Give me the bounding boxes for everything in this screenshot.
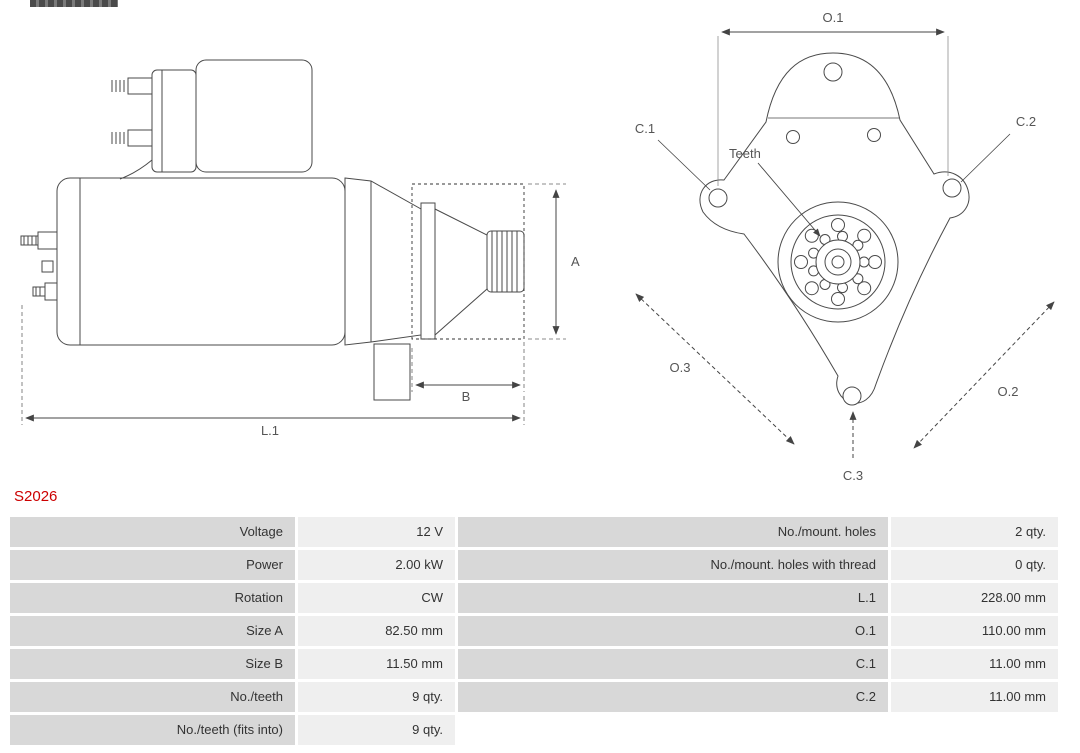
flange-dimensions bbox=[635, 28, 1055, 458]
small-hole bbox=[786, 130, 800, 144]
spec-value: 11.50 mm bbox=[298, 649, 455, 679]
spec-value: 2.00 kW bbox=[298, 550, 455, 580]
dome-hole bbox=[823, 62, 843, 82]
flange-ring bbox=[420, 202, 436, 340]
drive-cone bbox=[434, 208, 488, 337]
measure-box bbox=[411, 183, 525, 340]
side-view-dimensions bbox=[21, 183, 566, 425]
wire bbox=[119, 159, 153, 180]
mount-hole-c2 bbox=[942, 178, 962, 198]
spec-label: C.2 bbox=[458, 682, 888, 712]
spec-label: O.1 bbox=[458, 616, 888, 646]
spec-label: No./mount. holes bbox=[458, 517, 888, 547]
spec-label: No./teeth (fits into) bbox=[10, 715, 295, 745]
spec-value: 11.00 mm bbox=[891, 649, 1058, 679]
motor-body bbox=[56, 177, 346, 346]
solenoid-cap bbox=[151, 69, 197, 173]
mounting-foot bbox=[373, 343, 411, 401]
mount-hole-c3 bbox=[842, 386, 862, 406]
solenoid-body bbox=[195, 59, 313, 173]
spec-label: Size A bbox=[10, 616, 295, 646]
dim-label-c3: C.3 bbox=[843, 468, 863, 483]
spec-value: 11.00 mm bbox=[891, 682, 1058, 712]
spec-value: CW bbox=[298, 583, 455, 613]
small-lug bbox=[41, 260, 54, 273]
mounting-flange-view bbox=[699, 52, 970, 406]
spec-label: No./teeth bbox=[10, 682, 295, 712]
spec-label: Voltage bbox=[10, 517, 295, 547]
spec-value: 9 qty. bbox=[298, 715, 455, 745]
dim-label-o1: O.1 bbox=[823, 10, 844, 25]
spec-value: 12 V bbox=[298, 517, 455, 547]
dim-label-o2: O.2 bbox=[998, 384, 1019, 399]
solenoid-stud bbox=[127, 77, 153, 95]
spec-label: C.1 bbox=[458, 649, 888, 679]
small-hole bbox=[867, 128, 881, 142]
bolt-thread bbox=[32, 286, 46, 297]
dim-label-o3: O.3 bbox=[670, 360, 691, 375]
dim-label-c2: C.2 bbox=[1016, 114, 1036, 129]
mount-hole-c1 bbox=[708, 188, 728, 208]
logo-fragment bbox=[30, 0, 118, 7]
starter-motor-drawing: A B L.1 bbox=[20, 10, 1055, 483]
spec-table: Voltage 12 V No./mount. holes 2 qty. Pow… bbox=[10, 517, 1058, 745]
spec-label: Size B bbox=[10, 649, 295, 679]
spec-value: 82.50 mm bbox=[298, 616, 455, 646]
spec-value-empty bbox=[891, 715, 1058, 745]
dim-label-c1: C.1 bbox=[635, 121, 655, 136]
spec-value: 2 qty. bbox=[891, 517, 1058, 547]
starter-side-view bbox=[20, 59, 525, 401]
spec-label: No./mount. holes with thread bbox=[458, 550, 888, 580]
part-number: S2026 bbox=[14, 488, 58, 505]
solenoid-stud bbox=[127, 129, 153, 147]
spec-value: 228.00 mm bbox=[891, 583, 1058, 613]
spec-value: 110.00 mm bbox=[891, 616, 1058, 646]
technical-diagram: A B L.1 bbox=[20, 10, 1055, 483]
spec-label: L.1 bbox=[458, 583, 888, 613]
pinion-gear bbox=[486, 230, 525, 293]
bolt-head bbox=[44, 282, 58, 301]
spec-label-empty bbox=[458, 715, 888, 745]
teeth-label: Teeth bbox=[729, 146, 761, 161]
spec-value: 0 qty. bbox=[891, 550, 1058, 580]
bell-housing bbox=[344, 177, 422, 346]
dim-label-l1: L.1 bbox=[261, 423, 279, 438]
spec-value: 9 qty. bbox=[298, 682, 455, 712]
dim-label-a: A bbox=[571, 254, 580, 269]
spec-label: Power bbox=[10, 550, 295, 580]
bolt-head bbox=[37, 231, 58, 250]
dim-label-b: B bbox=[462, 389, 471, 404]
spec-label: Rotation bbox=[10, 583, 295, 613]
